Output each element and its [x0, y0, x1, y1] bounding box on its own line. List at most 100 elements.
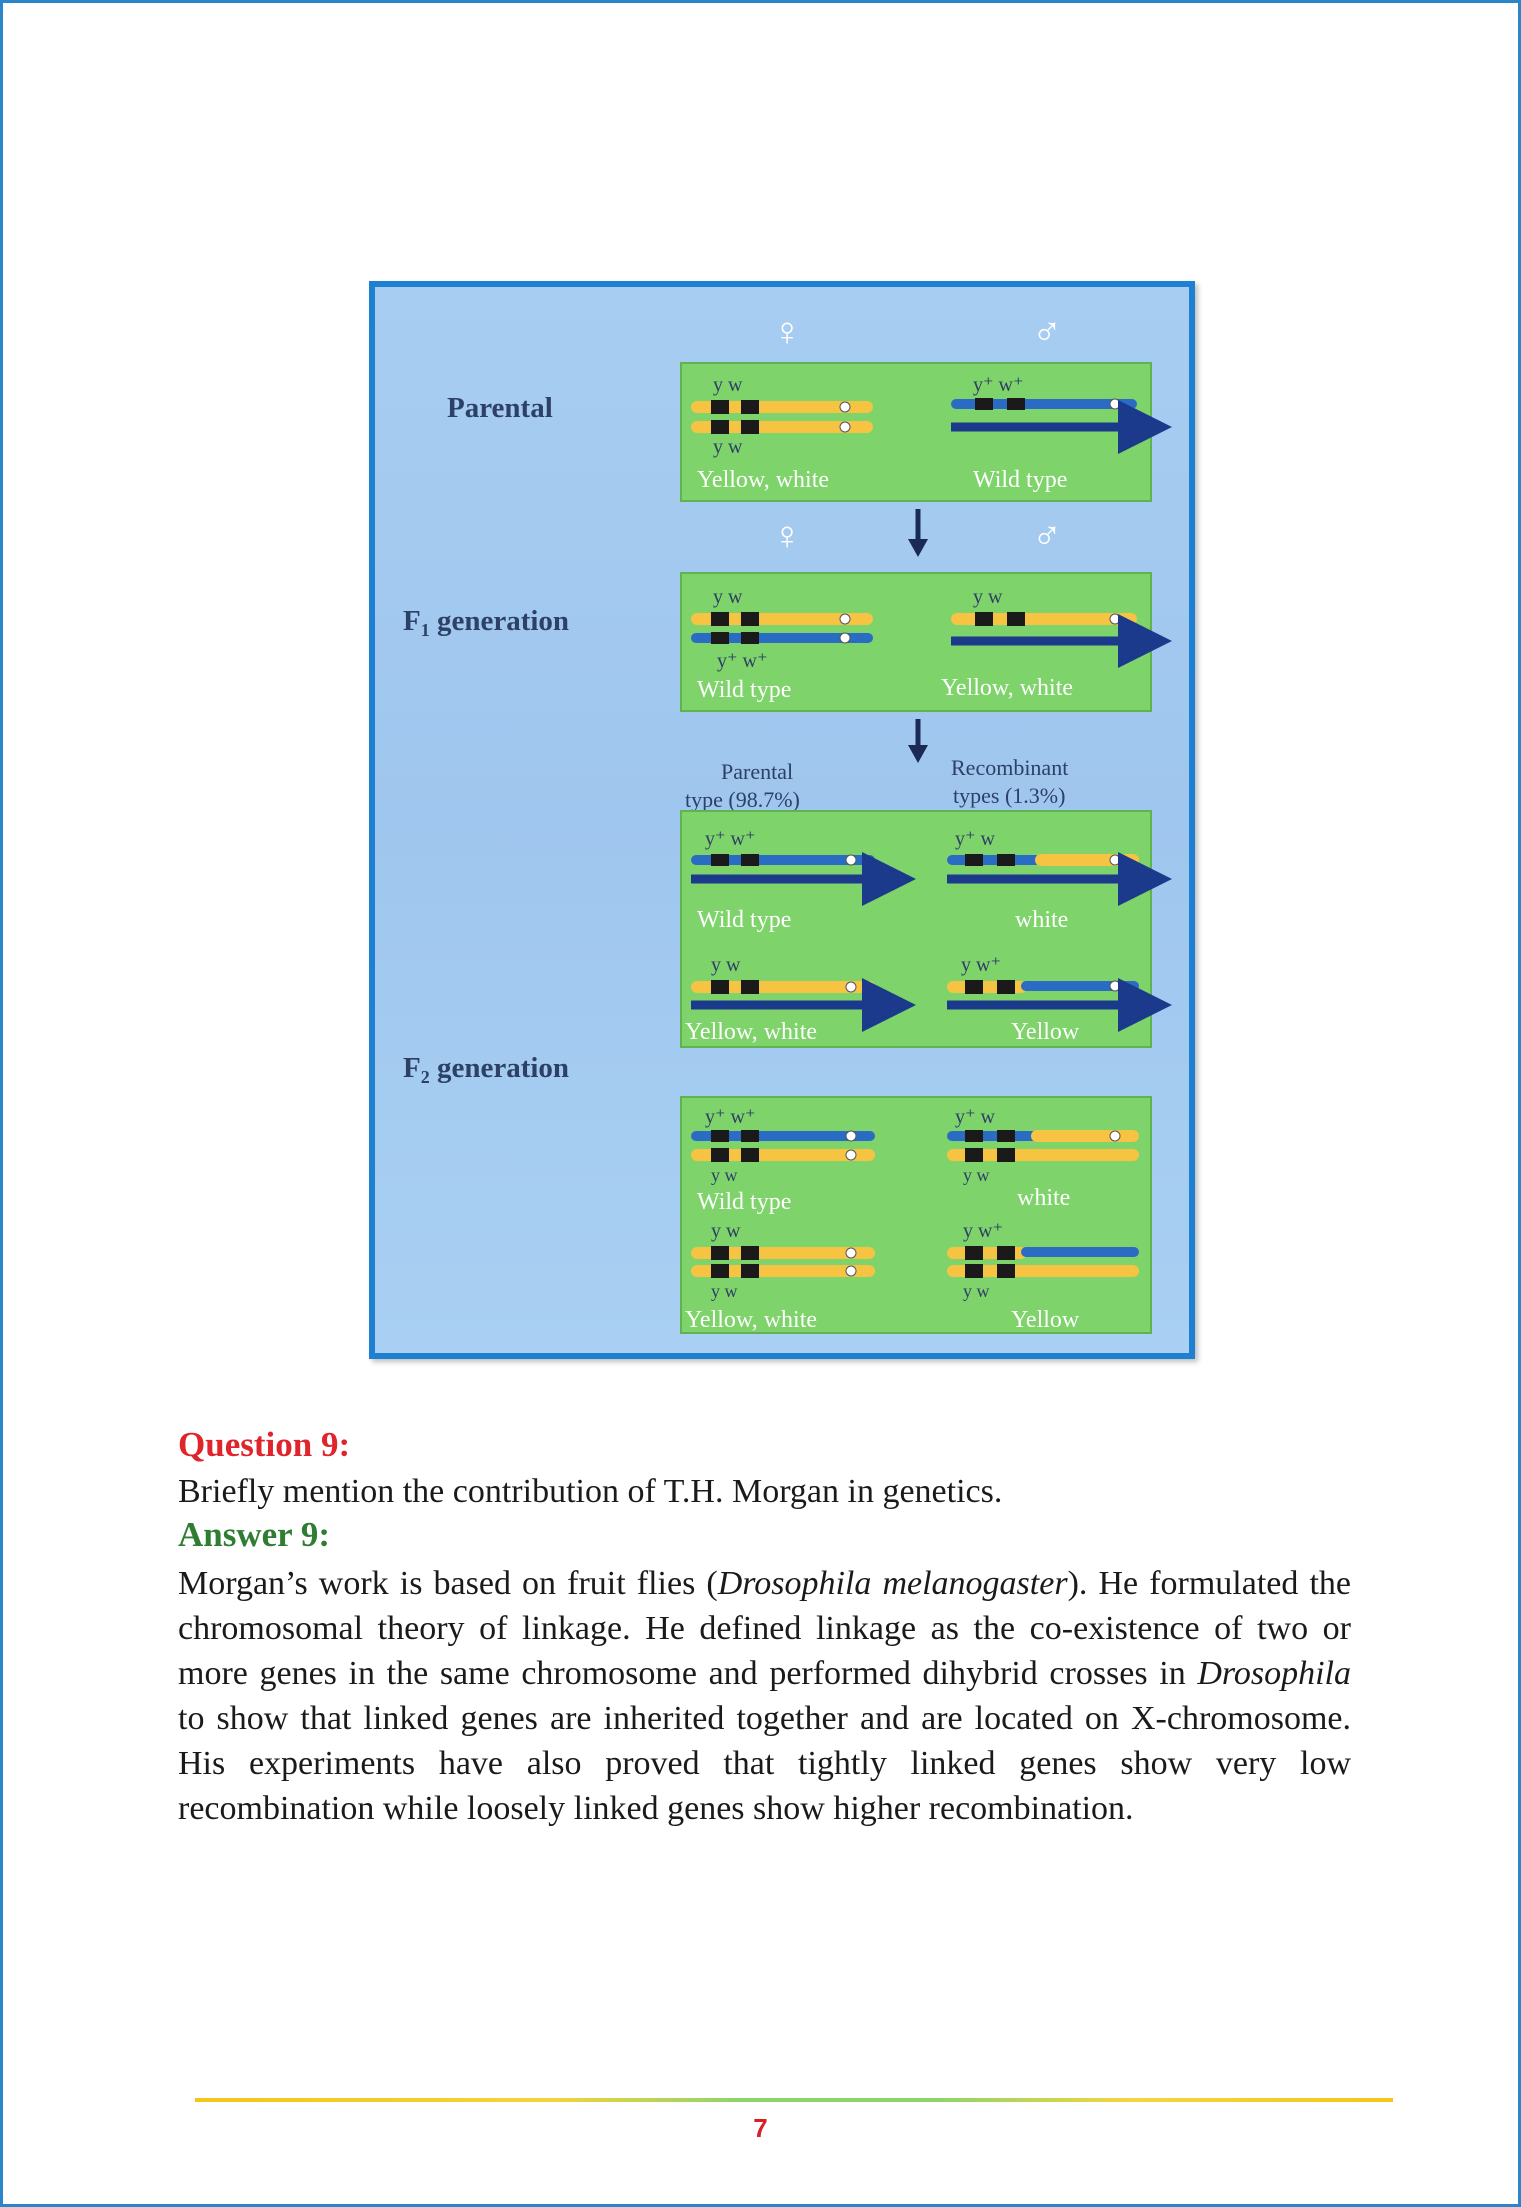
chromosome-x — [1021, 981, 1139, 991]
f2-male-b-genes: y⁺ w — [955, 828, 996, 850]
f2-female-b-bottom-genes: y w — [963, 1165, 990, 1185]
gene-locus — [711, 1148, 729, 1162]
gene-locus — [711, 632, 729, 644]
answer-heading: Answer 9: — [178, 1515, 330, 1554]
f2-female-d-top-genes: y w⁺ — [963, 1220, 1003, 1242]
answer-text: Morgan’s work is based on fruit flies (D… — [178, 1561, 1351, 1831]
gene-locus — [741, 400, 759, 414]
gene-locus — [741, 1148, 759, 1162]
centromere — [1109, 398, 1121, 410]
parental-male-caption: Wild type — [973, 467, 1067, 493]
gene-locus — [997, 1148, 1015, 1162]
female-symbol-icon: ♀ — [772, 513, 802, 558]
gene-locus — [741, 612, 759, 626]
gene-locus — [711, 420, 729, 434]
chromosome-x — [691, 613, 873, 625]
f2-female-b-caption: white — [1017, 1185, 1070, 1211]
f1-female-caption: Wild type — [697, 677, 791, 703]
f2-male-b-caption: white — [1015, 907, 1068, 933]
f2-female-b-top-genes: y⁺ w — [955, 1106, 996, 1128]
chromosome-x — [1021, 1247, 1139, 1257]
question-text: Briefly mention the contribution of T.H.… — [178, 1473, 1003, 1510]
chromosome-x — [691, 633, 873, 643]
centromere — [1109, 613, 1121, 625]
recombinant-type-header-line2: types (1.3%) — [953, 783, 1065, 808]
centromere — [845, 1265, 857, 1277]
chromosome-x — [691, 1131, 875, 1141]
gene-locus — [965, 1148, 983, 1162]
gene-locus — [997, 1264, 1015, 1278]
gene-locus — [1007, 398, 1025, 410]
gene-locus — [997, 1130, 1015, 1142]
gene-locus — [965, 980, 983, 994]
chromosome-x — [691, 1265, 875, 1277]
gene-locus — [965, 1246, 983, 1260]
gene-locus — [741, 980, 759, 994]
chromosome-x — [947, 1149, 1139, 1161]
page-number: 7 — [753, 2113, 768, 2143]
gene-locus — [711, 1130, 729, 1142]
gene-locus — [741, 1264, 759, 1278]
f2-male-c-genes: y w — [711, 954, 741, 976]
parental-male-genes: y⁺ w⁺ — [973, 374, 1024, 396]
parental-type-header-line1: Parental — [721, 759, 793, 784]
arrow-head-icon — [908, 539, 928, 557]
gene-locus — [741, 632, 759, 644]
question-heading: Question 9: — [178, 1425, 351, 1464]
footer-divider — [195, 2098, 1393, 2102]
parental-row-label: Parental — [447, 392, 553, 424]
chromosome-x — [947, 1265, 1139, 1277]
chromosome-x — [691, 1247, 875, 1259]
female-symbol-icon: ♀ — [772, 309, 802, 354]
centromere — [845, 1247, 857, 1259]
gene-locus — [1007, 612, 1025, 626]
f2-male-c-caption: Yellow, white — [685, 1019, 817, 1045]
gene-locus — [711, 400, 729, 414]
f2-male-d-caption: Yellow — [1011, 1019, 1080, 1045]
chromosome-x — [691, 1149, 875, 1161]
f2-female-a-bottom-genes: y w — [711, 1165, 738, 1185]
centromere — [1109, 854, 1121, 866]
centromere — [839, 421, 851, 433]
centromere — [845, 854, 857, 866]
linkage-cross-figure: ♀ ♂ Parental F1 generation F2 generation… — [369, 281, 1195, 1359]
chromosome-x — [691, 981, 875, 993]
f1-male-genes: y w — [973, 586, 1003, 608]
centromere — [839, 632, 851, 644]
gene-locus — [711, 854, 729, 866]
parental-female-genes-top: y w — [713, 374, 743, 396]
gene-locus — [711, 1246, 729, 1260]
f2-female-a-caption: Wild type — [697, 1189, 791, 1215]
f2-female-c-caption: Yellow, white — [685, 1307, 817, 1333]
f2-female-a-top-genes: y⁺ w⁺ — [705, 1106, 756, 1128]
chromosome-x — [947, 855, 1041, 865]
f2-male-a-caption: Wild type — [697, 907, 791, 933]
parental-female-genes-bottom: y w — [713, 436, 743, 458]
centromere — [1109, 980, 1121, 992]
centromere — [845, 1130, 857, 1142]
chromosome-x — [691, 401, 873, 413]
centromere — [839, 401, 851, 413]
gene-locus — [711, 612, 729, 626]
f2-female-c-bottom-genes: y w — [711, 1281, 738, 1301]
gene-locus — [965, 854, 983, 866]
gene-locus — [975, 398, 993, 410]
f2-female-c-top-genes: y w — [711, 1220, 741, 1242]
chromosome-x — [947, 1131, 1037, 1141]
chromosome-x — [1035, 854, 1139, 866]
f2-male-d-genes: y w⁺ — [961, 954, 1001, 976]
gene-locus — [997, 980, 1015, 994]
gene-locus — [741, 420, 759, 434]
parental-female-caption: Yellow, white — [697, 467, 829, 493]
f2-row-label: F2 generation — [403, 1052, 569, 1087]
gene-locus — [997, 1246, 1015, 1260]
male-symbol-icon: ♂ — [1032, 309, 1062, 354]
f2-female-d-caption: Yellow — [1011, 1307, 1080, 1333]
gene-locus — [711, 980, 729, 994]
gene-locus — [741, 854, 759, 866]
linkage-cross-diagram: ♀ ♂ Parental F1 generation F2 generation… — [403, 309, 1172, 1334]
chromosome-x — [951, 399, 1137, 409]
centromere — [839, 613, 851, 625]
f1-male-caption: Yellow, white — [941, 675, 1073, 701]
f1-female-genes-top: y w — [713, 586, 743, 608]
